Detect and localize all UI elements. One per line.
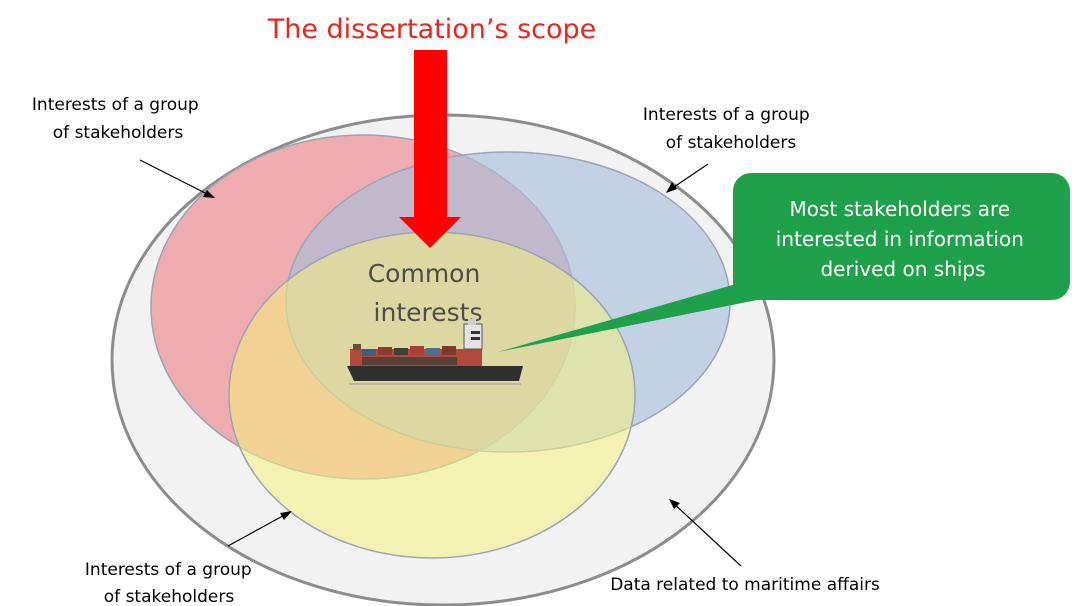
callout-pointer bbox=[498, 278, 757, 352]
common-interests-label: Common interests bbox=[368, 259, 489, 327]
pointer-arrow-bottom-left-icon bbox=[227, 511, 292, 547]
common-interests-line-1: Common bbox=[368, 259, 481, 288]
group-label-top-right-line-2: of stakeholders bbox=[666, 133, 797, 153]
pointer-arrow-top-right-icon bbox=[666, 163, 709, 193]
group-label-top-right-line-1: Interests of a group bbox=[643, 105, 810, 125]
group-label-top-right: Interests of a group of stakeholders bbox=[643, 105, 815, 153]
callout-line-2: interested in information bbox=[776, 227, 1024, 251]
callout-line-1: Most stakeholders are bbox=[790, 197, 1011, 221]
maritime-data-label: Data related to maritime affairs bbox=[610, 575, 880, 595]
group-label-top-left: Interests of a group of stakeholders bbox=[32, 95, 204, 143]
group-label-bottom-left-line-1: Interests of a group bbox=[85, 560, 252, 580]
group-label-bottom-left: Interests of a group of stakeholders bbox=[85, 560, 257, 606]
pointer-arrow-top-left-icon bbox=[139, 159, 215, 198]
group-label-top-left-line-1: Interests of a group bbox=[32, 95, 199, 115]
group-label-top-left-line-2: of stakeholders bbox=[53, 123, 184, 143]
pointer-arrow-maritime-icon bbox=[669, 499, 742, 567]
group-label-bottom-left-line-2: of stakeholders bbox=[104, 587, 235, 606]
callout-line-3: derived on ships bbox=[820, 257, 985, 281]
common-interests-line-2: interests bbox=[374, 298, 483, 327]
diagram-title: The dissertation’s scope bbox=[267, 14, 597, 45]
callout-text: Most stakeholders are interested in info… bbox=[776, 197, 1030, 281]
container-ship-icon bbox=[347, 319, 523, 385]
callout-box bbox=[733, 173, 1070, 300]
scope-arrow-icon bbox=[399, 50, 461, 248]
